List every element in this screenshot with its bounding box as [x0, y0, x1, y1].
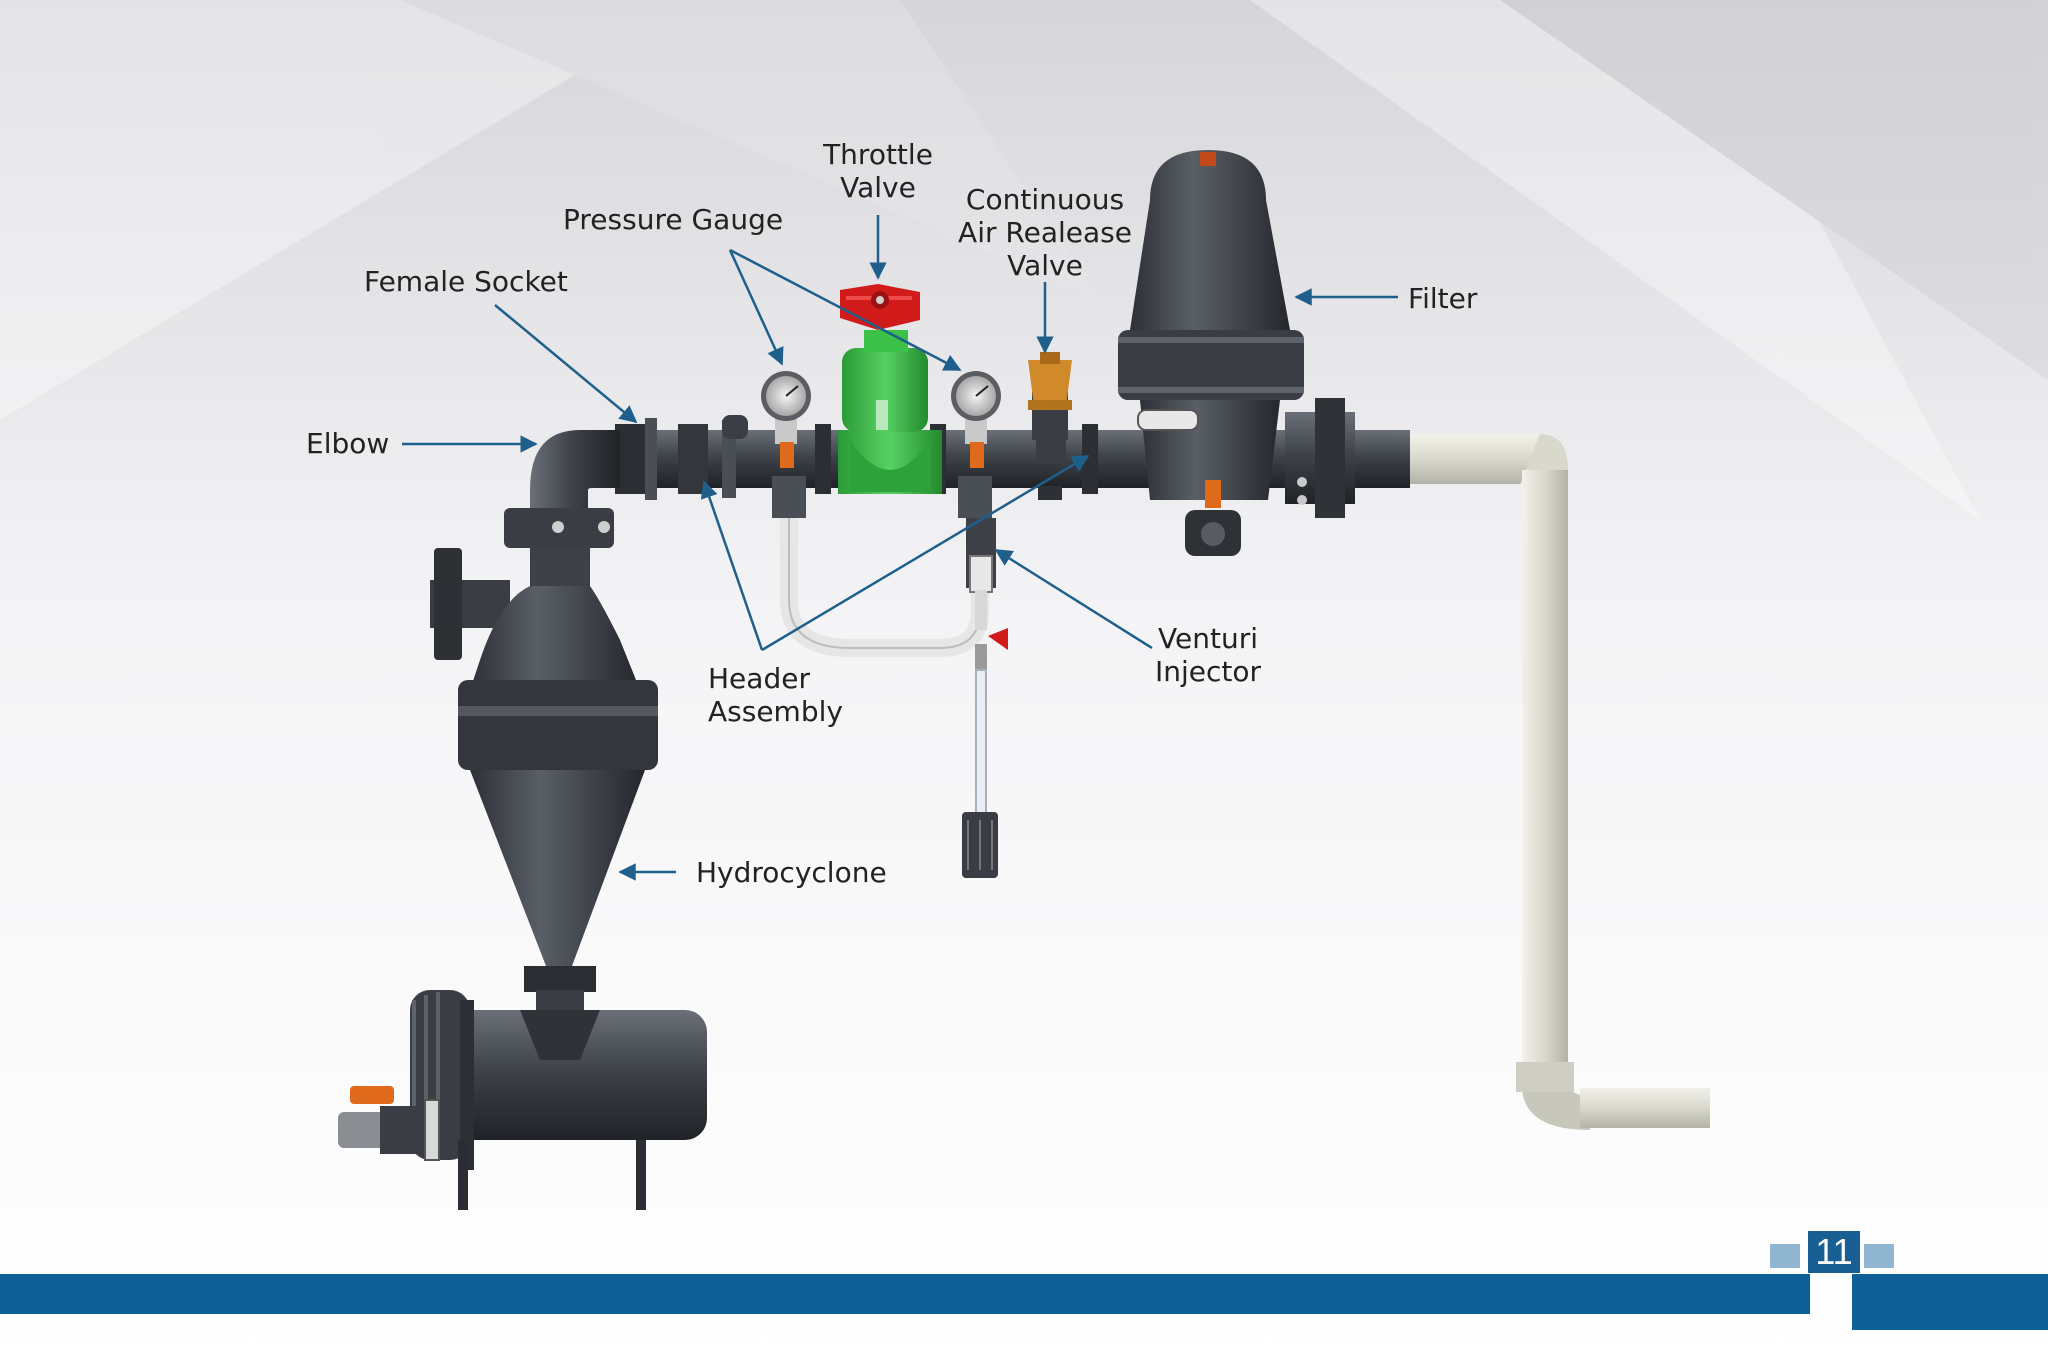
annotation-arrows [402, 215, 1398, 881]
arrow-venturi-injector [994, 548, 1153, 650]
label-venturi-injector: Venturi Injector [1154, 622, 1262, 688]
elbow [530, 430, 620, 520]
arrow-header-assembly-1 [700, 480, 764, 651]
venturi-injector [772, 476, 1008, 878]
disc-filter [1118, 150, 1355, 556]
arrow-female-socket [494, 304, 638, 424]
background-light-rays [0, 0, 2048, 520]
arrow-pressure-gauge-1 [728, 249, 784, 366]
page-number: 11 [1808, 1231, 1860, 1273]
label-air-release-valve: Continuous Air Realease Valve [958, 183, 1132, 282]
outlet-pipe [1400, 434, 1710, 1130]
hydrocyclone [430, 508, 658, 1022]
label-filter: Filter [1408, 282, 1478, 315]
label-hydrocyclone: Hydrocyclone [696, 856, 887, 889]
label-elbow: Elbow [306, 427, 390, 460]
arrow-pressure-gauge-2 [729, 248, 962, 372]
label-header-assembly: Header Assembly [708, 662, 843, 728]
label-female-socket: Female Socket [364, 265, 568, 298]
air-release-valve [1028, 352, 1072, 500]
pressure-gauge-right [951, 371, 1001, 468]
footer-band [0, 1244, 2048, 1330]
arrow-header-assembly-2 [761, 454, 1090, 652]
label-pressure-gauge: Pressure Gauge [563, 203, 784, 236]
sediment-tank [338, 990, 707, 1210]
label-throttle-valve: Throttle Valve [823, 138, 933, 204]
pressure-gauge-left [761, 371, 811, 468]
